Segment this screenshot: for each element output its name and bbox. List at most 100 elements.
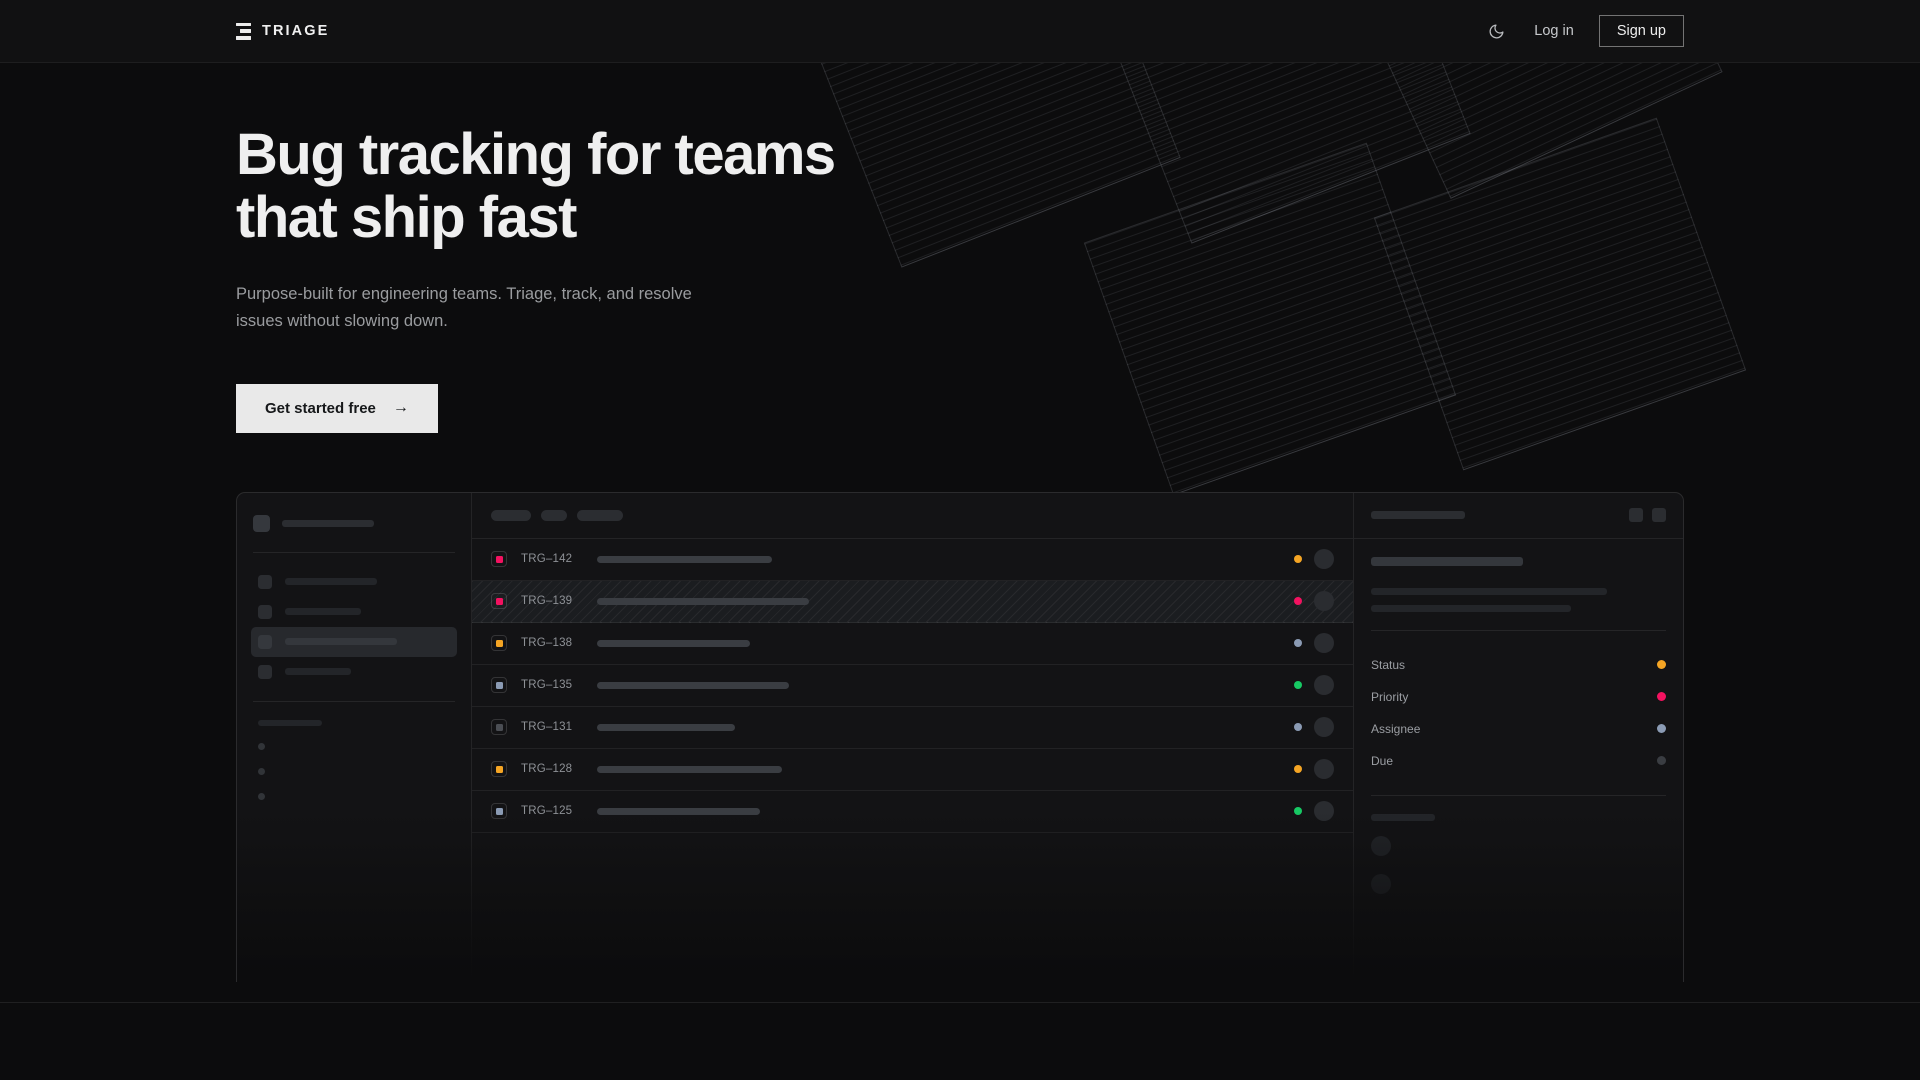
meta-row-assignee[interactable]: Assignee [1371,713,1666,745]
get-started-button[interactable]: Get started free → [236,383,438,433]
status-dot [1294,681,1302,690]
meta-row-priority[interactable]: Priority [1371,681,1666,713]
sidebar-sub-item-dot [258,792,265,800]
hero-title-line-2: that ship fast [236,185,577,251]
assignee-avatar[interactable] [1314,759,1334,780]
detail-desc-placeholder [1371,587,1607,595]
workspace-switcher[interactable] [251,509,457,538]
issue-title-placeholder [597,723,735,731]
issue-row[interactable]: TRG–139 [472,580,1353,623]
sidebar-item-1[interactable] [251,597,457,627]
toolbar-filter-chip-0[interactable] [491,509,531,521]
priority-icon [491,761,507,778]
assignee-avatar[interactable] [1314,591,1334,612]
issue-list-toolbar [472,493,1353,539]
sidebar-section-label [251,716,457,734]
issue-id: TRG–135 [521,679,573,692]
toolbar-filter-chip-1[interactable] [541,509,567,521]
issue-title-placeholder [597,807,760,815]
meta-value-dot [1657,756,1666,766]
comment-avatar [1371,835,1391,856]
hero-title-line-1: Bug tracking for teams [236,122,836,187]
site-header: TRIAGE Log in Sign up [0,0,1920,63]
meta-row-due[interactable]: Due [1371,745,1666,777]
hero-subtitle: Purpose-built for engineering teams. Tri… [236,281,706,335]
detail-action-button-0[interactable] [1629,508,1643,523]
detail-desc-placeholder [1371,604,1571,612]
comments-label-placeholder [1371,813,1435,821]
sidebar-item-0[interactable] [251,567,457,597]
meta-label: Due [1371,753,1394,768]
issue-id: TRG–128 [521,763,573,776]
stacked-bars-logo-icon [236,22,251,40]
meta-value-dot [1657,692,1666,702]
sidebar-sub-item-dot [258,742,265,750]
meta-row-status[interactable]: Status [1371,649,1666,681]
meta-value-dot [1657,660,1666,670]
sidebar-sub-item-0[interactable] [251,734,457,759]
workspace-avatar [253,514,270,532]
header-actions: Log in Sign up [1483,15,1684,47]
detail-divider [1371,629,1666,631]
priority-icon [491,551,507,568]
meta-label: Assignee [1371,721,1421,736]
sidebar-item-3[interactable] [251,657,457,687]
toolbar-filter-chip-2[interactable] [577,509,623,521]
assignee-avatar[interactable] [1314,549,1334,570]
sidebar-item-label-placeholder [285,668,351,676]
sidebar-item-2[interactable] [251,626,457,657]
status-dot [1294,597,1302,606]
status-dot [1294,765,1302,774]
signup-button[interactable]: Sign up [1598,15,1684,47]
status-dot [1294,807,1302,816]
issue-title-placeholder [597,639,750,647]
sidebar-item-icon [258,604,272,619]
assignee-avatar[interactable] [1314,801,1334,822]
issue-id: TRG–125 [521,805,573,818]
assignee-avatar[interactable] [1314,675,1334,696]
detail-action-button-1[interactable] [1652,508,1666,523]
issue-id: TRG–138 [521,637,573,650]
issue-title-placeholder [597,555,772,563]
moon-icon[interactable] [1483,18,1509,44]
issue-row[interactable]: TRG–138 [472,623,1353,665]
priority-icon [491,677,507,694]
issue-id: TRG–139 [521,595,573,608]
priority-icon [491,803,507,820]
meta-label: Status [1371,657,1406,672]
assignee-avatar[interactable] [1314,717,1334,738]
sidebar-nav [251,567,457,687]
issue-row[interactable]: TRG–128 [472,749,1353,791]
brand-logo[interactable]: TRIAGE [236,22,330,40]
comment-row-0 [1371,827,1666,865]
brand-name: TRIAGE [262,23,330,39]
hero-subtitle-line-2: resolve issues without slowing down. [236,285,692,331]
issue-title-placeholder [597,681,789,689]
issue-title-placeholder [597,597,809,605]
meta-value-dot [1657,724,1666,734]
sidebar-sub-item-1[interactable] [251,759,457,784]
status-dot [1294,723,1302,732]
issue-row[interactable]: TRG–142 [472,539,1353,581]
workspace-name-placeholder [282,519,374,527]
status-dot [1294,555,1302,564]
page-title: Bug tracking for teams that ship fast [236,123,996,249]
issue-row[interactable]: TRG–135 [472,665,1353,707]
assignee-avatar[interactable] [1314,633,1334,654]
comment-avatar [1371,873,1391,894]
sidebar-sub-item-dot [258,767,265,775]
login-link[interactable]: Log in [1534,23,1574,39]
priority-icon [491,593,507,610]
priority-icon [491,719,507,736]
sidebar-sub-item-2[interactable] [251,784,457,809]
priority-icon [491,635,507,652]
issue-row[interactable]: TRG–125 [472,791,1353,833]
sidebar-item-icon [258,664,272,679]
issue-row[interactable]: TRG–131 [472,707,1353,749]
detail-comments [1371,827,1666,903]
